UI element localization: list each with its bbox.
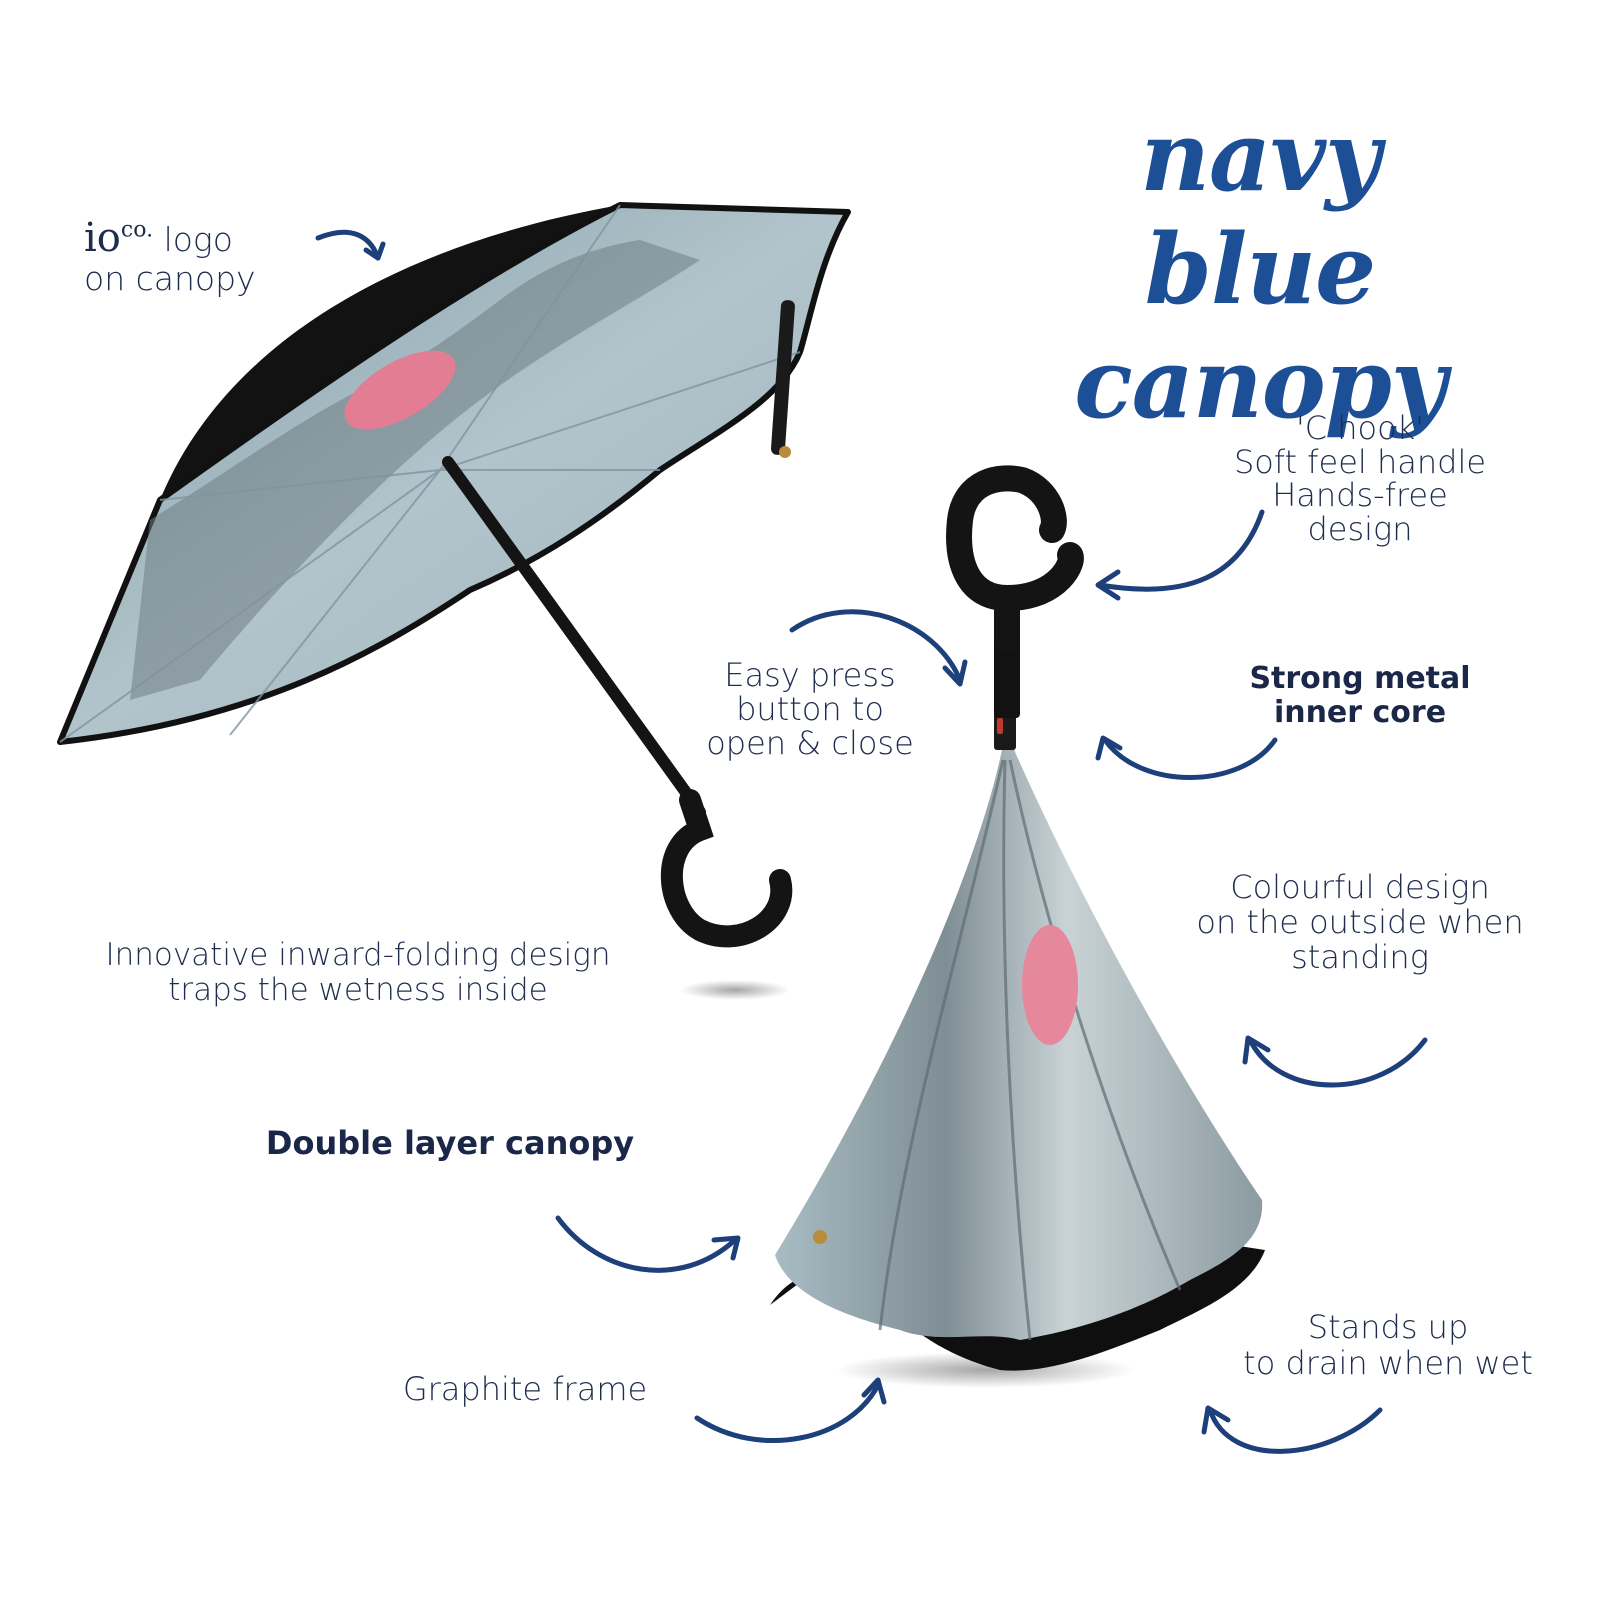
open-umbrella-shadow: [680, 980, 790, 1000]
closed-umbrella-print-layer: [775, 745, 1263, 1340]
double-layer-text: Double layer canopy: [265, 1124, 635, 1162]
closed-umbrella: [770, 465, 1265, 1388]
inward-folding-line1: Innovative inward-folding design: [105, 937, 611, 973]
open-umbrella-shaft: [442, 456, 706, 818]
closed-umbrella-neck: [994, 630, 1020, 718]
logo-arrow: [315, 229, 386, 261]
colourful-arrow: [1242, 1035, 1428, 1088]
colourful-line2: on the outside when: [1196, 903, 1524, 942]
stands-up-line1: Stands up: [1307, 1308, 1469, 1346]
open-umbrella: [57, 202, 851, 1000]
closed-umbrella-c-hook: [946, 465, 1084, 653]
inward-folding-callout: Innovative inward-folding design traps t…: [78, 938, 638, 1007]
easy-press-callout: Easy press button to open & close: [690, 658, 930, 761]
easy-press-line1: Easy press: [724, 656, 896, 694]
closed-strap-button: [813, 1230, 827, 1244]
press-button: [997, 718, 1003, 734]
stands-up-line2: to drain when wet: [1243, 1343, 1533, 1382]
c-hook-line2: Soft feel handle: [1233, 442, 1487, 481]
logo-callout-text1: logo: [163, 220, 233, 259]
brand-logo: ioco.: [84, 215, 154, 261]
c-hook-line1: 'C hook': [1295, 409, 1425, 447]
strong-core-line1: Strong metal: [1249, 661, 1471, 696]
easy-press-line3: open & close: [706, 724, 914, 763]
logo-callout-line1: ioco. logo: [84, 216, 256, 261]
open-umbrella-ribs: [59, 204, 801, 743]
headline: navy blue canopy: [1040, 100, 1480, 440]
double-layer-callout: Double layer canopy: [265, 1124, 635, 1162]
strong-core-arrow: [1095, 735, 1278, 780]
colourful-line3: standing: [1291, 938, 1429, 977]
graphite-arrow: [694, 1377, 887, 1444]
easy-press-arrow: [789, 609, 968, 687]
inward-folding-line2: traps the wetness inside: [168, 971, 548, 1008]
headline-line2: canopy: [1074, 326, 1446, 440]
cat-fur-print: [130, 240, 700, 700]
easy-press-line2: button to: [736, 690, 884, 729]
c-hook-line3: Hands-free: [1272, 476, 1448, 515]
graphite-text: Graphite frame: [402, 1370, 648, 1408]
closed-umbrella-folds: [878, 759, 1182, 1341]
strong-core-callout: Strong metal inner core: [1240, 662, 1480, 729]
colourful-callout: Colourful design on the outside when sta…: [1190, 868, 1530, 977]
arrows: [315, 229, 1428, 1454]
strap-button: [779, 446, 791, 458]
double-layer-arrow: [555, 1215, 741, 1273]
closing-strap: [770, 300, 795, 455]
headline-line1: navy blue: [1140, 100, 1381, 327]
logo-callout-text2: on canopy: [84, 258, 256, 298]
stands-up-arrow: [1201, 1405, 1383, 1454]
stands-up-callout: Stands up to drain when wet: [1228, 1308, 1548, 1382]
cat-tongue-print: [344, 350, 456, 430]
graphite-callout: Graphite frame: [385, 1370, 665, 1408]
logo-callout: ioco. logo on canopy: [84, 216, 256, 298]
colourful-line1: Colourful design: [1230, 868, 1490, 906]
c-hook-line4: design: [1307, 509, 1413, 548]
open-umbrella-c-handle: [660, 789, 793, 948]
c-hook-callout: 'C hook' Soft feel handle Hands-free des…: [1230, 409, 1490, 548]
closed-cat-tongue-print: [1022, 925, 1078, 1045]
c-hook-arrow: [1095, 509, 1265, 601]
strong-core-line2: inner core: [1273, 694, 1447, 730]
